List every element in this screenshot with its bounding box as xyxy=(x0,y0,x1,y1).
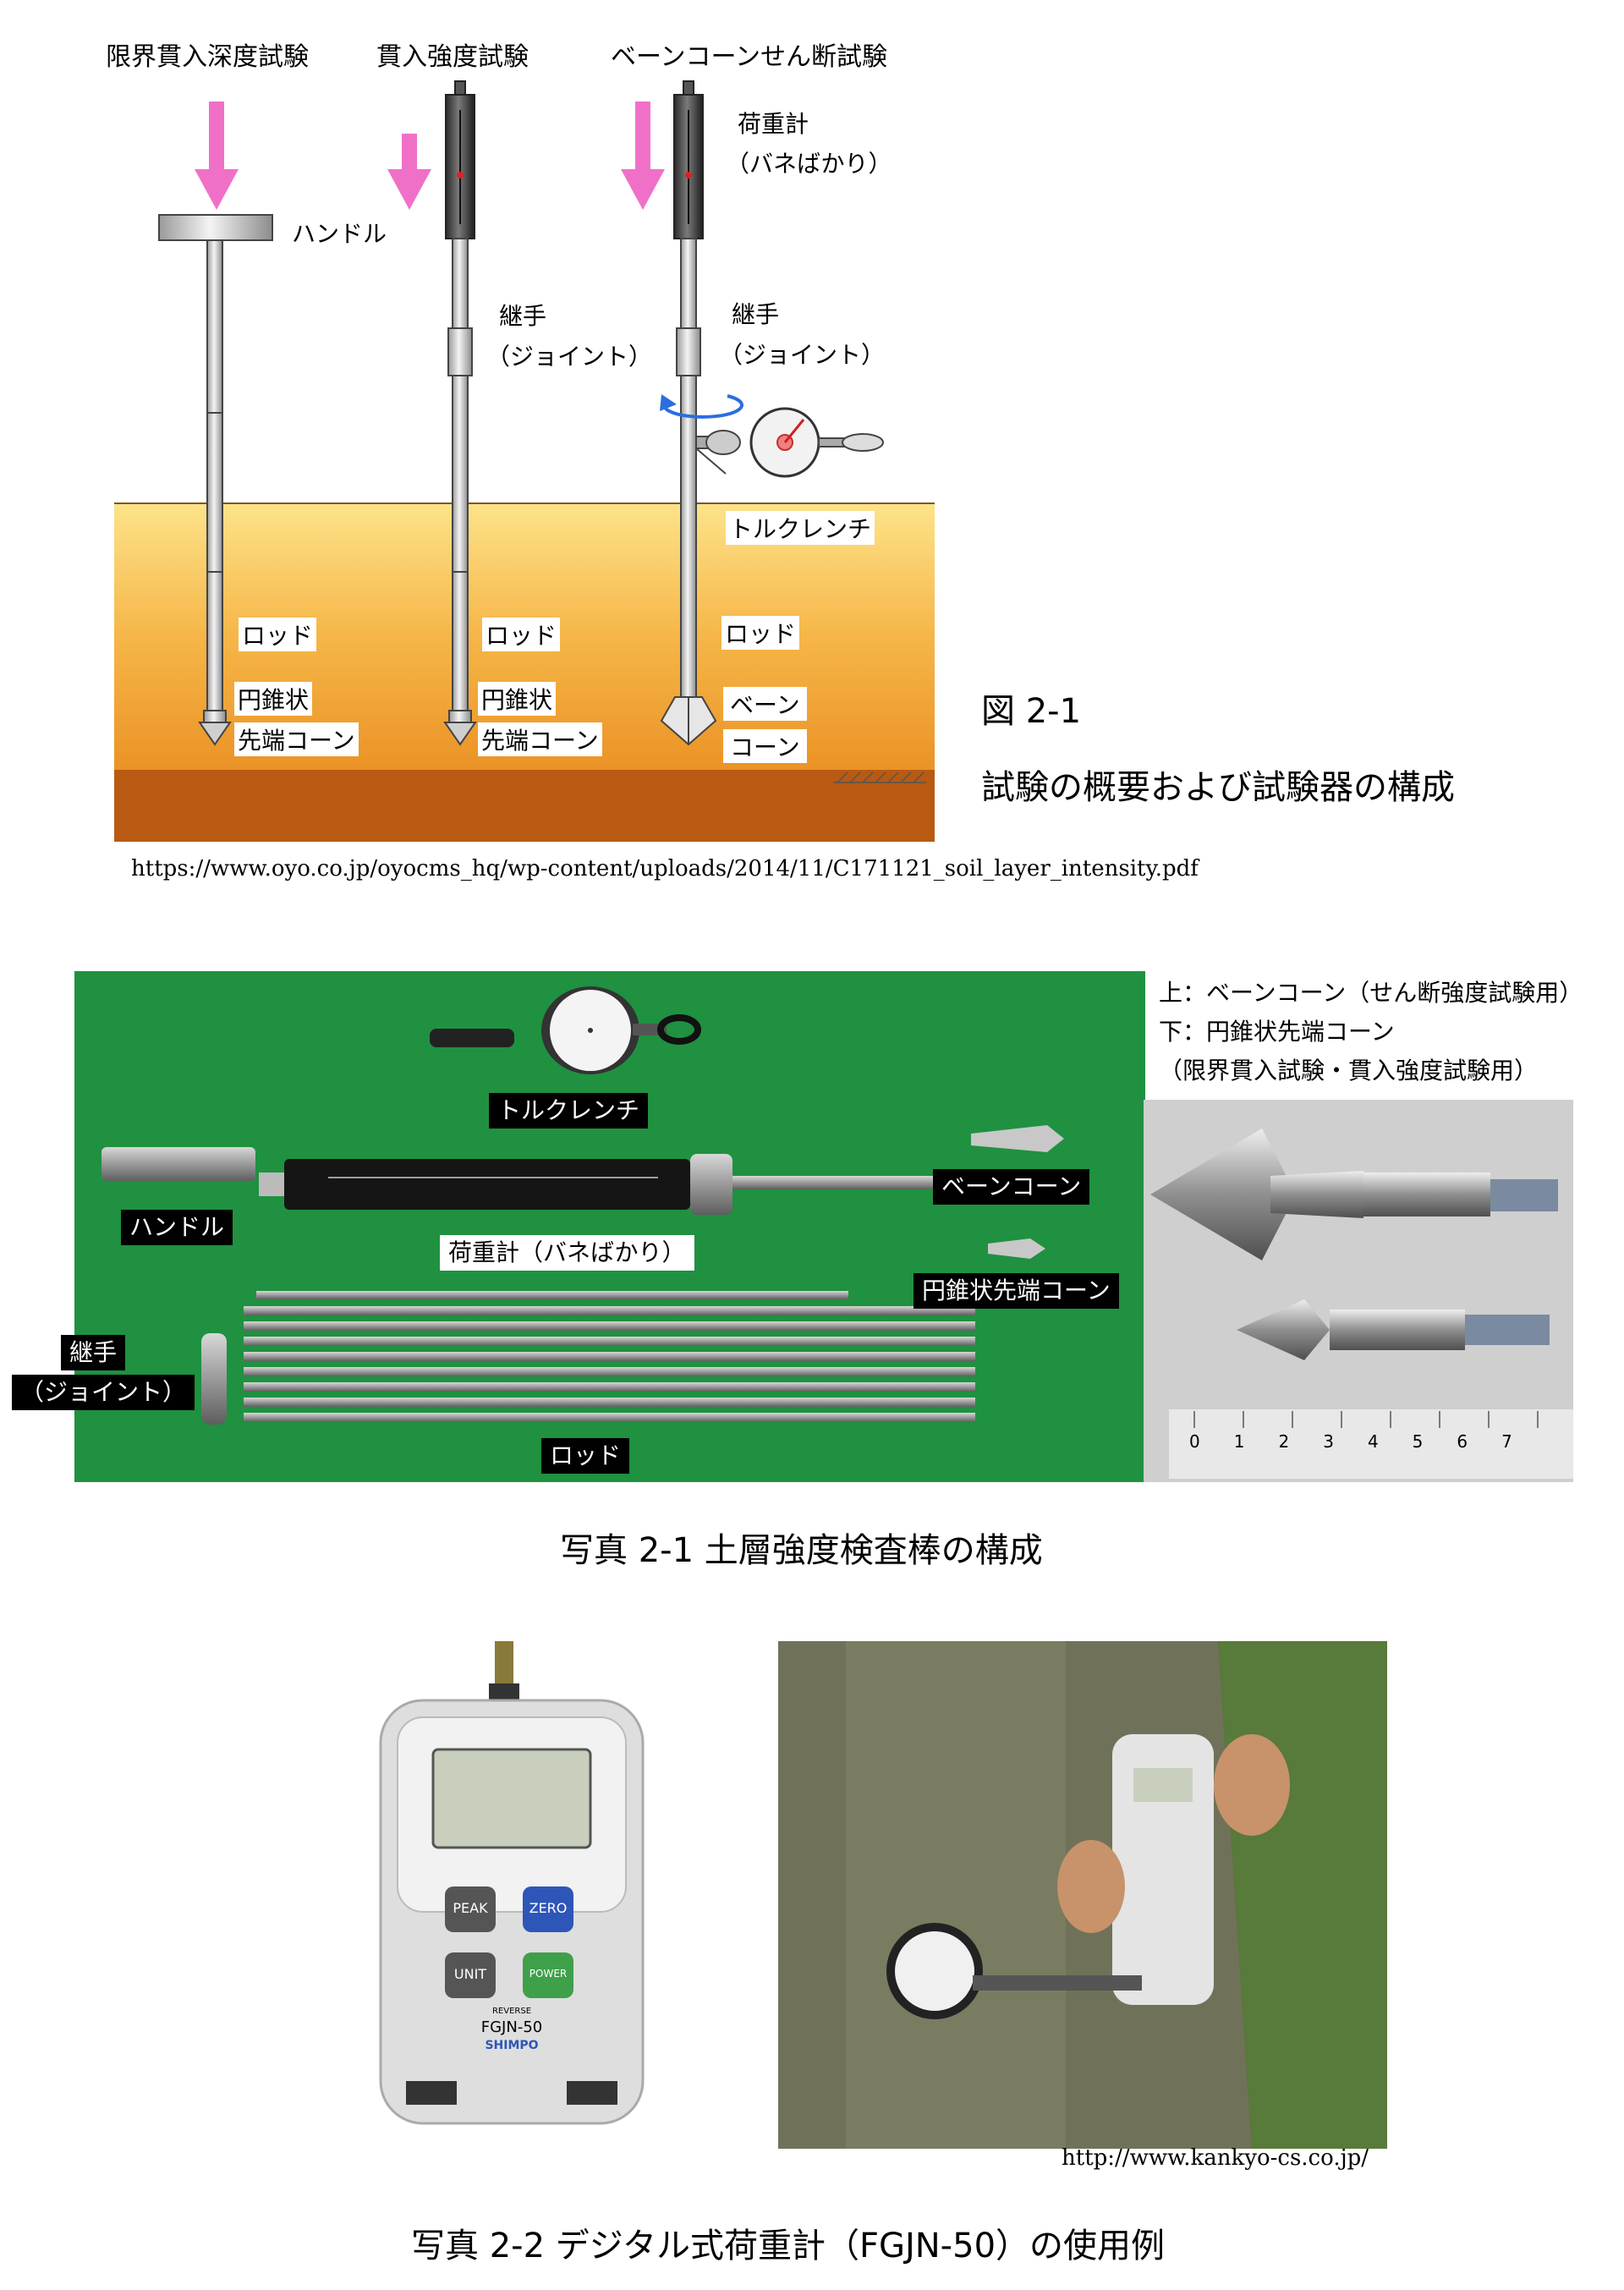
tag-rod: ロッド xyxy=(541,1438,630,1474)
t-handle xyxy=(158,214,273,241)
label-torque-wrench: トルクレンチ xyxy=(726,511,875,545)
side-note-bottom: 下：円錐状先端コーン xyxy=(1159,1018,1395,1046)
figure-number: 図 2-1 xyxy=(981,692,1082,731)
ruler-tick-3: 3 xyxy=(1323,1431,1368,1452)
photo-torque-wrench xyxy=(430,986,701,1074)
cone-tip-2 xyxy=(443,722,477,746)
ruler-tick-0: 0 xyxy=(1189,1431,1234,1452)
photo-source-url[interactable]: http://www.kankyo-cs.co.jp/ xyxy=(1062,2145,1369,2171)
lcd-screen xyxy=(431,1748,592,1849)
label-joint-2b: （ジョイント） xyxy=(486,343,653,371)
label-rod-2: ロッド xyxy=(482,618,561,651)
closeup-cone xyxy=(1237,1299,1330,1360)
ruler-tick-1: 1 xyxy=(1233,1431,1279,1452)
btn-power-label[interactable]: POWER xyxy=(529,1968,568,1980)
figure-caption: 試験の概要および試験器の構成 xyxy=(981,768,1455,807)
label-joint-2a: 継手 xyxy=(499,302,547,330)
tag-vane-cone: ベーンコーン xyxy=(933,1169,1090,1205)
ground-hatch xyxy=(833,772,926,783)
digital-load-meter-drawing xyxy=(379,1641,645,2125)
label-rod-1: ロッド xyxy=(239,618,317,651)
photo-2-1-caption: 写真 2-1 土層強度検査棒の構成 xyxy=(560,1531,1043,1570)
rod-2 xyxy=(452,375,469,715)
label-cone-1b: 先端コーン xyxy=(234,722,359,756)
cone-closeup-drawing xyxy=(1150,1129,1573,1479)
label-load-meter-a: 荷重計 xyxy=(738,110,809,138)
title-limit-penetration: 限界貫入深度試験 xyxy=(106,42,309,72)
side-note-usage: （限界貫入試験・貫入強度試験用） xyxy=(1159,1057,1539,1085)
rotation-arrow xyxy=(662,394,743,419)
unit-button xyxy=(445,1952,496,1998)
tag-cone: 円錐状先端コーン xyxy=(914,1273,1119,1309)
label-cone-2b: 先端コーン xyxy=(478,722,602,756)
joint-3 xyxy=(676,327,701,376)
device-model: FGJN-50 xyxy=(480,2018,543,2036)
usage-photo xyxy=(778,1641,1387,2149)
ruler-tick-7: 7 xyxy=(1501,1431,1546,1452)
equipment-photo xyxy=(74,971,1145,1482)
load-arrow-2 xyxy=(387,134,431,210)
photo-handle xyxy=(102,1147,255,1181)
device-brand: SHIMPO xyxy=(485,2039,539,2052)
title-vane-shear: ベーンコーンせん断試験 xyxy=(611,42,887,72)
ruler xyxy=(1169,1409,1573,1479)
figure-source-url[interactable]: https://www.oyo.co.jp/oyocms_hq/wp-conte… xyxy=(131,856,1199,881)
load-arrow-3 xyxy=(621,102,665,210)
tag-load-meter: 荷重計（バネばかり） xyxy=(440,1235,694,1271)
load-arrow-1 xyxy=(195,102,239,210)
usage-photo-drawing xyxy=(778,1641,1387,2149)
ruler-tick-6: 6 xyxy=(1457,1431,1502,1452)
deep-soil-layer xyxy=(114,770,935,842)
label-load-meter-b: （バネばかり） xyxy=(726,150,892,178)
joint-2 xyxy=(447,327,473,376)
label-cone-2a: 円錐状 xyxy=(478,682,557,716)
btn-unit-label[interactable]: UNIT xyxy=(453,1966,487,1982)
tag-joint-b: （ジョイント） xyxy=(12,1375,195,1410)
photo-joint xyxy=(201,1333,227,1425)
zero-button xyxy=(523,1886,573,1932)
label-vane-a: ベーン xyxy=(723,687,807,721)
tag-joint-a: 継手 xyxy=(61,1335,126,1370)
ruler-tick-5: 5 xyxy=(1412,1431,1457,1452)
ruler-tick-4: 4 xyxy=(1367,1431,1413,1452)
peak-button xyxy=(445,1886,496,1932)
label-vane-b: コーン xyxy=(723,729,807,763)
side-note-top: 上：ベーンコーン（せん断強度試験用） xyxy=(1159,979,1583,1007)
tag-handle: ハンドル xyxy=(121,1210,233,1245)
torque-wrench-diagram xyxy=(695,407,884,478)
ruler-tick-labels: 01234567 xyxy=(1189,1431,1546,1452)
cone-closeup-photo: 01234567 xyxy=(1144,1100,1573,1482)
label-rod-3: ロッド xyxy=(721,616,800,650)
title-penetration-strength: 貫入強度試験 xyxy=(376,42,529,72)
power-button xyxy=(523,1952,573,1998)
equipment-photo-drawing xyxy=(102,986,1064,1425)
closeup-vane-cone xyxy=(1150,1129,1296,1260)
held-torque-dial xyxy=(886,1923,983,2019)
photo-2-2-caption: 写真 2-2 デジタル式荷重計（FGJN-50）の使用例 xyxy=(411,2227,1166,2265)
test-diagram xyxy=(114,80,935,842)
ruler-tick-2: 2 xyxy=(1278,1431,1324,1452)
digital-load-meter: PEAK ZERO UNIT POWER REVERSE FGJN-50 SHI… xyxy=(372,1641,651,2132)
label-joint-3a: 継手 xyxy=(732,300,780,328)
cone-tip-1 xyxy=(198,722,232,746)
label-handle: ハンドル xyxy=(292,220,387,248)
rod-1 xyxy=(206,239,223,715)
btn-zero-label[interactable]: ZERO xyxy=(529,1900,568,1916)
device-reverse-label: REVERSE xyxy=(491,2007,532,2016)
photo-vane-cone xyxy=(971,1125,1064,1152)
tag-torque-wrench: トルクレンチ xyxy=(489,1093,649,1129)
photo-load-meter xyxy=(284,1159,690,1210)
rod-3 xyxy=(680,375,697,698)
label-joint-3b: （ジョイント） xyxy=(719,341,886,369)
photo-rods xyxy=(244,1291,975,1422)
btn-peak-label[interactable]: PEAK xyxy=(453,1900,488,1916)
label-cone-1a: 円錐状 xyxy=(234,682,313,716)
photo-cone xyxy=(988,1238,1045,1259)
